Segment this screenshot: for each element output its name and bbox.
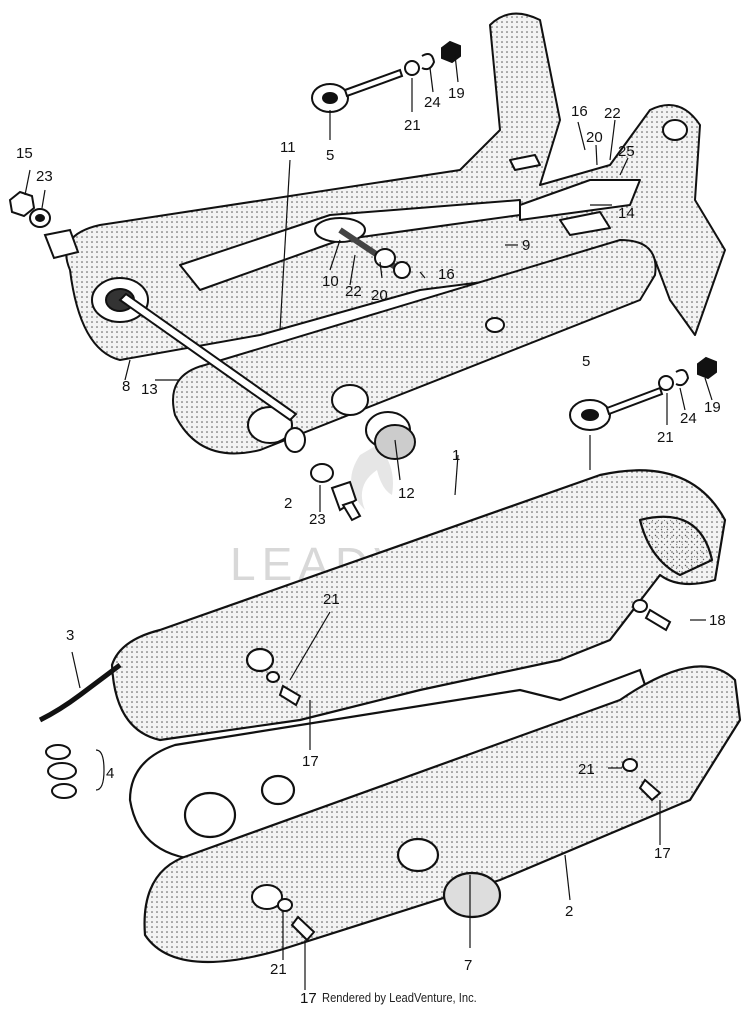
callout-5-right: 5	[582, 353, 590, 370]
callout-18: 18	[709, 612, 726, 629]
callout-16-top: 16	[571, 103, 588, 120]
axle-rod	[118, 292, 306, 453]
inner-lower-case	[128, 668, 652, 862]
footer-credit: Rendered by LeadVenture, Inc.	[322, 990, 477, 1005]
callout-22-top: 22	[604, 105, 621, 122]
callout-1: 1	[452, 447, 460, 464]
callout-8: 8	[122, 378, 130, 395]
callout-23-top: 23	[36, 168, 53, 185]
callout-17-right: 17	[654, 845, 671, 862]
chain-links	[38, 662, 122, 799]
lower-chain-case	[143, 665, 742, 964]
callout-20-top: 20	[586, 129, 603, 146]
callout-17-bottom: 17	[300, 990, 317, 1007]
swingarm	[65, 12, 726, 361]
callout-14: 14	[618, 205, 635, 222]
adjuster-bolt-right	[569, 356, 717, 431]
callout-20-mid: 20	[371, 287, 388, 304]
callout-3: 3	[66, 627, 74, 644]
callout-11: 11	[280, 139, 296, 156]
callout-9: 9	[522, 237, 530, 254]
callout-7: 7	[464, 957, 472, 974]
callout-12: 12	[398, 485, 415, 502]
callout-13: 13	[141, 381, 158, 398]
callout-19-right: 19	[704, 399, 721, 416]
callout-24-right: 24	[680, 410, 697, 427]
callout-17-mid: 17	[302, 753, 319, 770]
callout-2-upper: 2	[284, 495, 292, 512]
inner-chain-case	[172, 238, 657, 455]
callout-25: 25	[618, 143, 635, 160]
callout-23-lower: 23	[309, 511, 326, 528]
adjuster-bolt-top	[311, 40, 461, 113]
callout-21-mid: 21	[323, 591, 340, 608]
cap	[365, 411, 416, 460]
callout-22-mid: 22	[345, 283, 362, 300]
bolt-and-washer-lower	[310, 463, 362, 522]
callout-24-top: 24	[424, 94, 441, 111]
callout-4: 4	[106, 765, 114, 782]
callout-21-lower-right: 21	[578, 761, 595, 778]
callout-5-top: 5	[326, 147, 334, 164]
callout-21-right: 21	[657, 429, 674, 446]
callout-2-lower: 2	[565, 903, 573, 920]
callout-19-top: 19	[448, 85, 465, 102]
leader-lines	[24, 54, 713, 990]
nut-and-washer-left	[8, 190, 80, 260]
callout-21-top: 21	[404, 117, 421, 134]
callout-16-mid: 16	[438, 266, 455, 283]
small-hardware	[251, 599, 672, 942]
callout-21-bottom: 21	[270, 961, 287, 978]
callout-10: 10	[322, 273, 339, 290]
callout-15: 15	[16, 145, 33, 162]
callouts: 1 2 2 3 4 5 5 7 8 9 10 11 12 13 14 15 16…	[16, 85, 726, 1007]
